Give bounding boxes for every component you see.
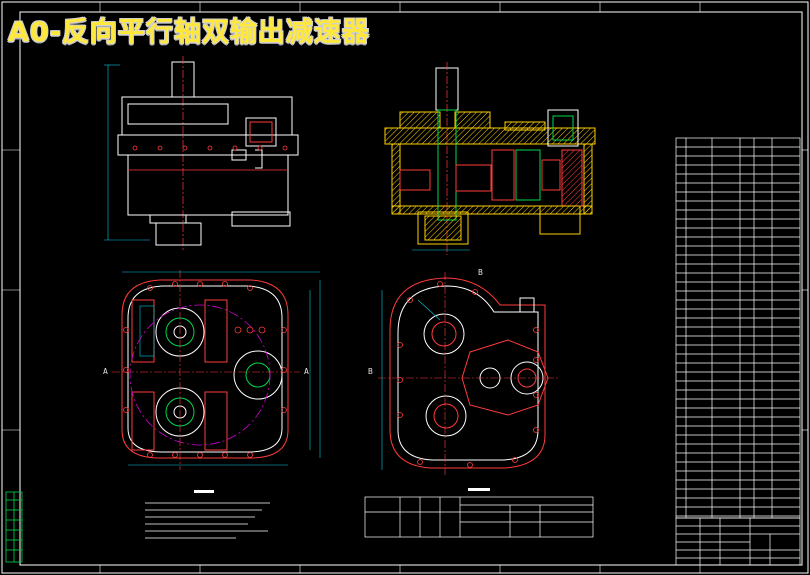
drawing-title: A0-反向平行轴双输出减速器 xyxy=(8,17,370,48)
front-view xyxy=(104,56,299,250)
revision-block xyxy=(5,491,23,563)
parts-list-table xyxy=(675,137,801,519)
gear-data-table xyxy=(364,488,594,538)
section-label-b-top: B xyxy=(478,268,483,277)
title-block xyxy=(675,517,801,566)
section-view xyxy=(384,62,596,255)
section-label-a-left: A xyxy=(103,367,108,376)
section-label-b-left: B xyxy=(368,367,373,376)
technical-notes xyxy=(145,490,270,539)
section-label-a-right: A xyxy=(304,367,309,376)
view-b xyxy=(378,272,560,475)
plan-view-a xyxy=(112,270,321,470)
